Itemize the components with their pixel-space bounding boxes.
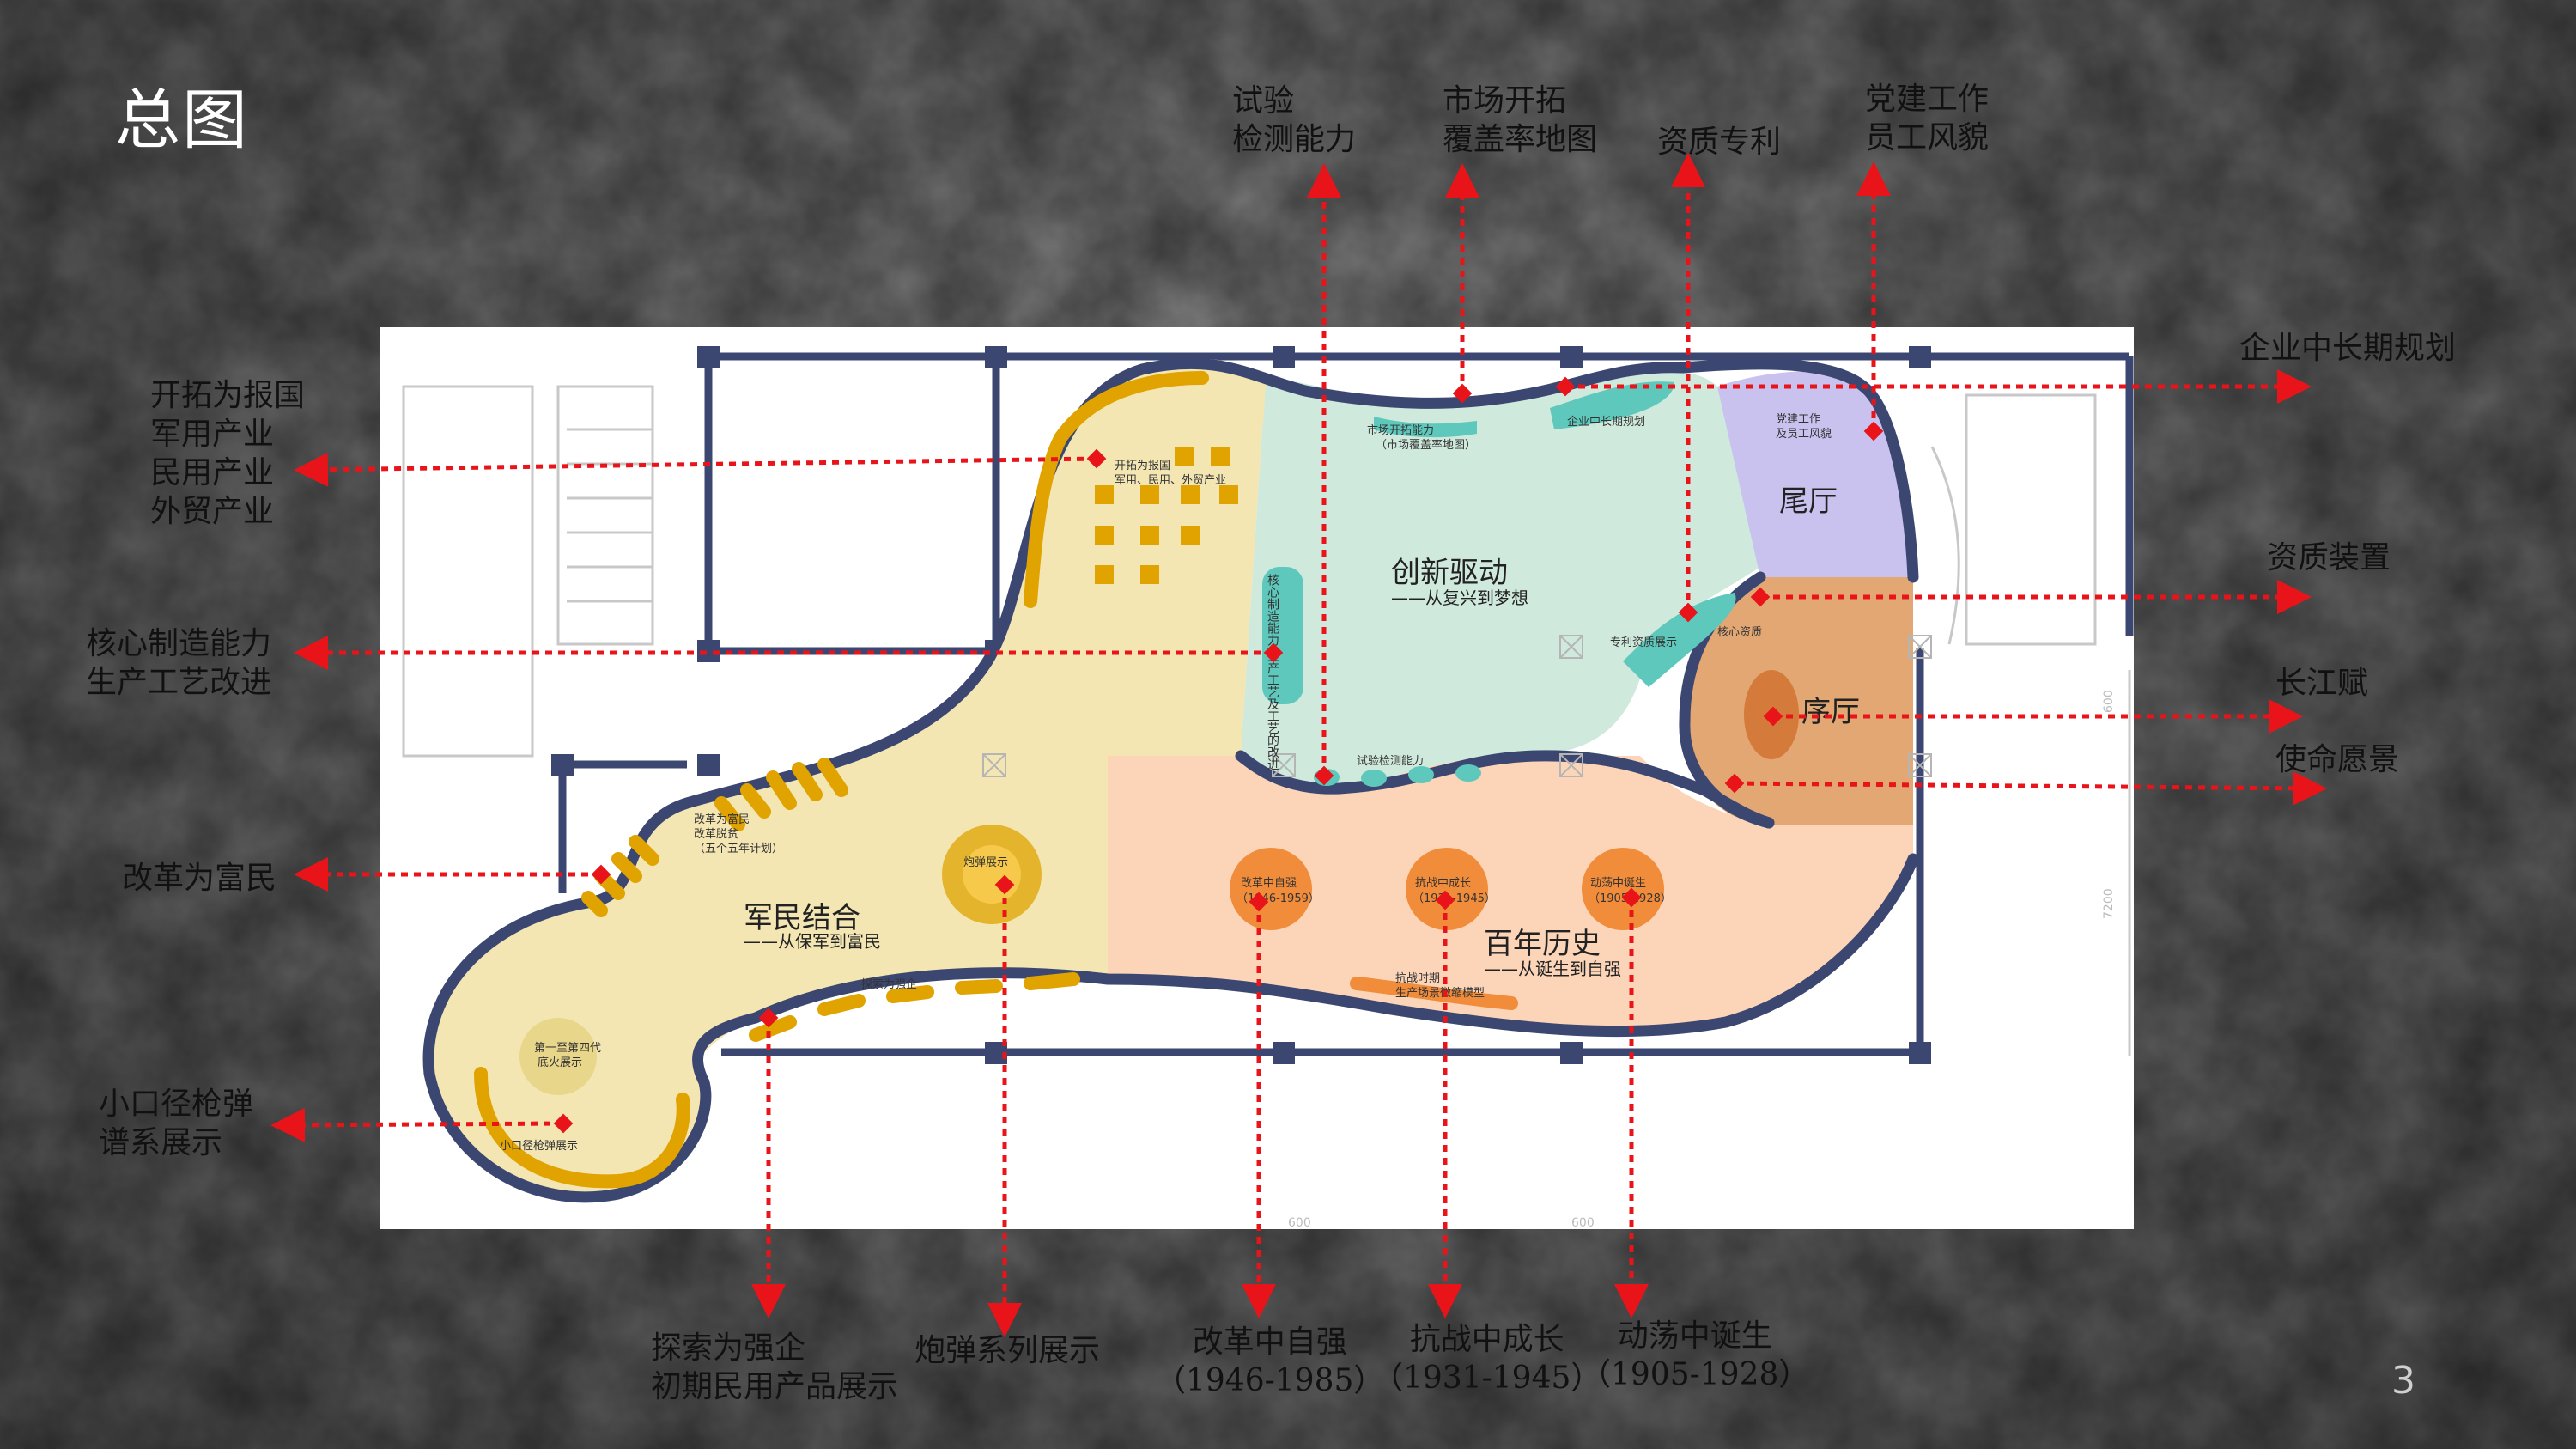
callout-reform-strong-line2: （1946-1985） [1155, 1363, 1385, 1398]
zone-innovation-name: 创新驱动 [1391, 556, 1508, 590]
callout-test: 试验 检测能力 [1232, 82, 1356, 159]
dim-1: 600 [1288, 1216, 1311, 1230]
plan-label-artillery: 炮弹展示 [963, 856, 1008, 869]
plan-label-reform-rich-1: 改革为富民 [694, 813, 750, 826]
callout-market: 市场开拓 覆盖率地图 [1443, 82, 1597, 159]
callout-war-grow-line2: （1931-1945） [1372, 1361, 1602, 1396]
callout-reform-strong-line1: 改革中自强 [1192, 1324, 1347, 1360]
plan-label-war-model-1: 抗战时期 [1395, 972, 1440, 985]
callout-longterm: 企业中长期规划 [2239, 331, 2457, 366]
plan-label-pioneer-1: 开拓为报国 [1115, 460, 1170, 472]
callout-qual-device: 资质装置 [2267, 540, 2391, 575]
history-circles [1230, 848, 1664, 1010]
plan-label-party-1: 党建工作 [1776, 413, 1820, 426]
teal-accents [1262, 381, 1736, 787]
callout-war-grow: 抗战中成长 （1931-1945） [1372, 1320, 1601, 1397]
zone-military-name: 军民结合 [744, 901, 860, 935]
plan-label-patent: 专利资质展示 [1610, 636, 1677, 649]
plan-label-small-caliber: 小口径枪弹展示 [500, 1139, 578, 1153]
gold-squares [1095, 447, 1238, 584]
callout-small-caliber-line2: 谱系展示 [99, 1125, 223, 1160]
plan-label-market-2: （市场覆盖率地图） [1376, 438, 1476, 452]
plan-label-reform-rich-3: （五个五年计划） [694, 843, 783, 855]
callout-party: 党建工作 员工风貌 [1865, 80, 1989, 157]
callout-pioneer-line3: 民用产业 [150, 455, 275, 490]
callout-explore-line2: 初期民用产品展示 [651, 1369, 899, 1404]
zone-preface-name: 序厅 [1801, 695, 1860, 729]
preface-hall [1683, 577, 1913, 825]
plan-label-pioneer-2: 军用、民用、外贸产业 [1115, 474, 1226, 487]
plan-label-market-1: 市场开拓能力 [1367, 423, 1434, 437]
callout-core-mfg: 核心制造能力 生产工艺改进 [86, 624, 271, 702]
callout-anchors [553, 376, 1884, 1134]
zone-history-sub: ——从诞生到自强 [1484, 959, 1621, 979]
callout-market-line2: 覆盖率地图 [1443, 122, 1598, 157]
plan-label-war-model-2: 生产场景微缩模型 [1395, 986, 1485, 1000]
page-number: 3 [2391, 1359, 2415, 1403]
plan-label-explore: 探索为强企 [861, 977, 917, 991]
corridor-walls [422, 357, 1919, 1203]
callout-explore-line1: 探索为强企 [651, 1330, 806, 1366]
fire-display-spot [519, 1018, 597, 1095]
callout-turmoil-birth-line1: 动荡中诞生 [1617, 1318, 1772, 1354]
callout-turmoil-birth-line2: （1905-1928） [1580, 1357, 1810, 1392]
military-zone [428, 359, 1273, 1197]
callout-small-caliber-line1: 小口径枪弹 [99, 1087, 254, 1122]
callout-pioneer-line4: 外贸产业 [150, 494, 275, 529]
callout-test-line1: 试验 [1232, 83, 1295, 119]
zone-innovation-sub: ——从复兴到梦想 [1391, 588, 1528, 608]
plan-label-longterm: 企业中长期规划 [1567, 415, 1645, 429]
dim-3: 7200 [2102, 888, 2116, 919]
callout-reform-rich: 改革为富民 [122, 861, 277, 896]
callout-party-line2: 员工风貌 [1865, 120, 1990, 155]
plan-label-core-mfg: 核心制造能力 生产工艺及工艺的改进 [1266, 574, 1279, 770]
zone-history-name: 百年历史 [1484, 927, 1601, 961]
plan-label-core-qual: 核心资质 [1717, 626, 1762, 639]
callout-mission: 使命愿景 [2275, 742, 2400, 777]
plan-label-reform-rich-2: 改革脱贫 [694, 827, 738, 841]
page-title: 总图 [115, 82, 249, 158]
plan-label-fire-1: 第一至第四代 [534, 1042, 601, 1055]
placeholder-boxes [982, 635, 1932, 777]
plan-label-fire-2: 底火展示 [538, 1056, 582, 1069]
dimension-marks: 600 600 7200 600 [1288, 690, 2116, 1230]
callout-small-caliber: 小口径枪弹 谱系展示 [99, 1085, 253, 1162]
plan-label-test: 试验检测能力 [1357, 754, 1424, 768]
callout-lines [270, 153, 2327, 1337]
tail-hall [1717, 371, 1913, 577]
plan-label-reform-strong-1: 改革中自强 [1241, 877, 1297, 890]
zone-tail-name: 尾厅 [1779, 484, 1838, 519]
callout-pioneer-line2: 军用产业 [150, 417, 275, 452]
plan-label-party-2: 及员工风貌 [1776, 428, 1832, 441]
plan-label-war-grow-1: 抗战中成长 [1415, 877, 1471, 890]
callout-patent: 资质专利 [1657, 125, 1782, 160]
artillery-display-core [963, 845, 1021, 904]
callout-market-line1: 市场开拓 [1443, 83, 1567, 119]
callout-core-mfg-line1: 核心制造能力 [86, 626, 272, 661]
zone-military-sub: ——从保军到富民 [744, 931, 881, 952]
callout-turmoil-birth: 动荡中诞生 （1905-1928） [1580, 1317, 1809, 1394]
callout-test-line2: 检测能力 [1232, 122, 1357, 157]
callout-war-grow-line1: 抗战中成长 [1409, 1322, 1564, 1357]
plan-label-war-grow-2: （1931-1945） [1413, 892, 1496, 905]
callout-explore: 探索为强企 初期民用产品展示 [651, 1329, 898, 1406]
callout-artillery: 炮弹系列展示 [914, 1333, 1101, 1368]
dim-4: 600 [2102, 690, 2116, 713]
plan-label-reform-strong-2: （1946-1959） [1236, 892, 1320, 905]
dim-2: 600 [1571, 1216, 1595, 1230]
callout-changjiang: 长江赋 [2275, 666, 2369, 701]
callout-pioneer: 开拓为报国 军用产业 民用产业 外贸产业 [150, 376, 305, 531]
callout-core-mfg-line2: 生产工艺改进 [86, 665, 272, 700]
architecture-lines [402, 385, 2131, 1056]
history-zone [1108, 756, 1913, 1032]
callout-pioneer-line1: 开拓为报国 [150, 378, 306, 413]
callout-reform-strong: 改革中自强 （1946-1985） [1155, 1323, 1384, 1400]
plan-label-turmoil-1: 动荡中诞生 [1590, 877, 1646, 890]
callout-party-line1: 党建工作 [1865, 82, 1990, 117]
innovation-zone [1241, 369, 1760, 790]
